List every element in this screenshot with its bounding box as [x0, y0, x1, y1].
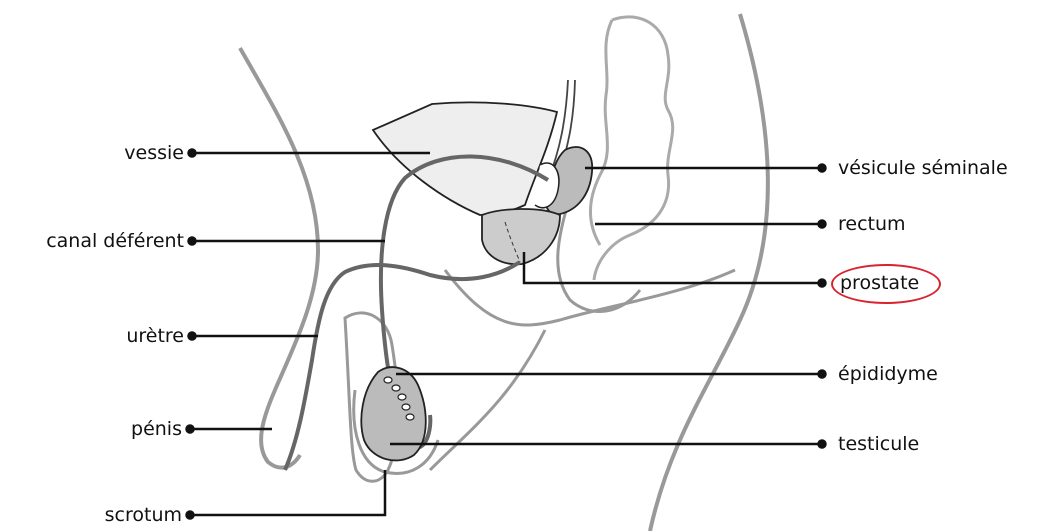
label-vesicule-seminale: vésicule séminale	[838, 156, 1008, 180]
prostate-highlight-ring	[831, 264, 941, 304]
leg-back-outline	[650, 14, 768, 531]
body-front-outline	[240, 48, 318, 468]
spine-inner-outline	[591, 20, 612, 245]
label-penis: pénis	[131, 417, 182, 441]
label-rectum: rectum	[838, 212, 906, 236]
label-canal-deferent: canal déférent	[46, 229, 184, 253]
prostate-shape	[482, 209, 560, 264]
testicle-shape	[361, 367, 425, 460]
label-uretre: urètre	[126, 324, 184, 348]
label-vessie: vessie	[124, 141, 184, 165]
label-epididyme: épididyme	[838, 362, 938, 386]
label-testicule: testicule	[838, 432, 919, 456]
label-scrotum: scrotum	[105, 503, 182, 527]
leg-inner-outline	[445, 270, 735, 325]
bladder-shape	[373, 102, 557, 215]
leg-lower-outline	[430, 330, 545, 470]
